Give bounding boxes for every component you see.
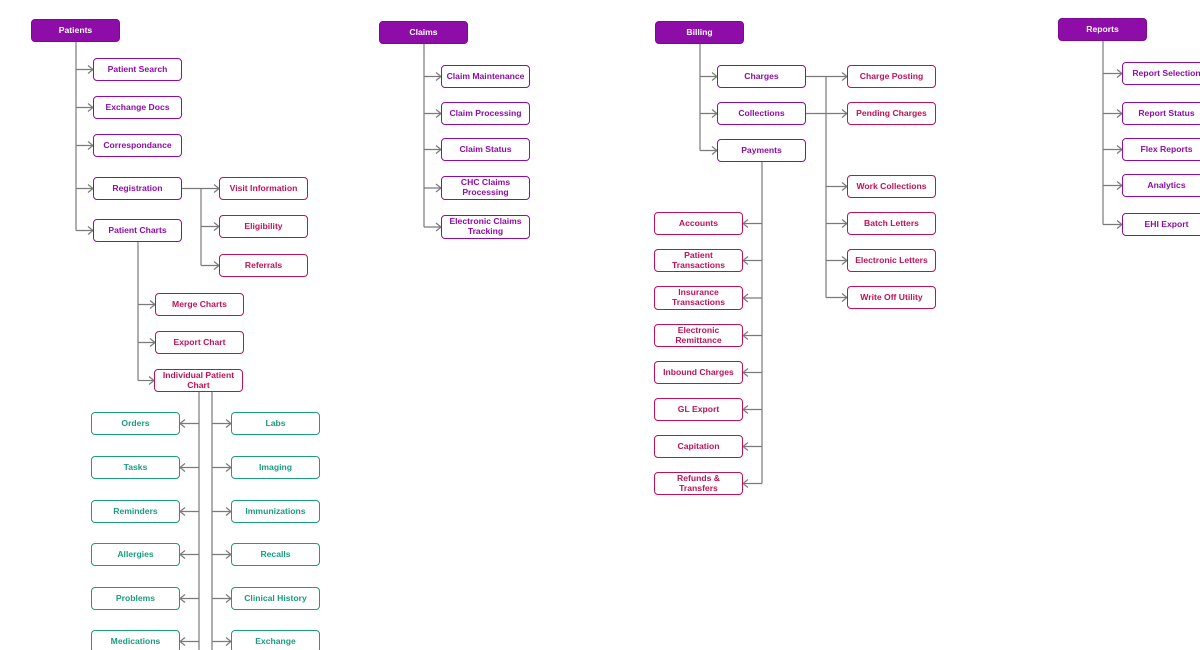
node-exchange-docs[interactable]: Exchange Docs xyxy=(93,96,182,119)
node-claim-status[interactable]: Claim Status xyxy=(441,138,530,161)
node-visit-information[interactable]: Visit Information xyxy=(219,177,308,200)
arrowhead xyxy=(742,368,749,377)
node-claim-maintenance[interactable]: Claim Maintenance xyxy=(441,65,530,88)
node-electronic-remittance[interactable]: Electronic Remittance xyxy=(654,324,743,347)
branch-line xyxy=(825,76,847,115)
node-ehi-export[interactable]: EHI Export xyxy=(1122,213,1200,236)
node-referrals[interactable]: Referrals xyxy=(219,254,308,277)
node-report-status[interactable]: Report Status xyxy=(1122,102,1200,125)
node-capitation[interactable]: Capitation xyxy=(654,435,743,458)
node-report-selection[interactable]: Report Selection xyxy=(1122,62,1200,85)
node-reports[interactable]: Reports xyxy=(1058,18,1147,41)
node-electronic-claims-tracking[interactable]: Electronic Claims Tracking xyxy=(441,215,530,239)
node-patient-search[interactable]: Patient Search xyxy=(93,58,182,81)
node-collections[interactable]: Collections xyxy=(717,102,806,125)
node-claim-processing[interactable]: Claim Processing xyxy=(441,102,530,125)
node-pending-charges[interactable]: Pending Charges xyxy=(847,102,936,125)
arrowhead xyxy=(179,637,186,646)
arrowhead xyxy=(742,405,749,414)
node-electronic-letters[interactable]: Electronic Letters xyxy=(847,249,936,272)
node-merge-charts[interactable]: Merge Charts xyxy=(155,293,244,316)
node-patient-transactions[interactable]: Patient Transactions xyxy=(654,249,743,272)
node-registration[interactable]: Registration xyxy=(93,177,182,200)
node-work-collections[interactable]: Work Collections xyxy=(847,175,936,198)
node-orders[interactable]: Orders xyxy=(91,412,180,435)
node-charges[interactable]: Charges xyxy=(717,65,806,88)
arrowhead xyxy=(742,479,749,488)
arrowhead xyxy=(179,507,186,516)
node-export-chart[interactable]: Export Chart xyxy=(155,331,244,354)
arrowhead xyxy=(179,463,186,472)
node-labs[interactable]: Labs xyxy=(231,412,320,435)
node-write-off-utility[interactable]: Write Off Utility xyxy=(847,286,936,309)
node-imaging[interactable]: Imaging xyxy=(231,456,320,479)
arrowhead xyxy=(179,594,186,603)
node-inbound-charges[interactable]: Inbound Charges xyxy=(654,361,743,384)
node-exchange[interactable]: Exchange xyxy=(231,630,320,650)
node-recalls[interactable]: Recalls xyxy=(231,543,320,566)
node-payments[interactable]: Payments xyxy=(717,139,806,162)
node-flex-reports[interactable]: Flex Reports xyxy=(1122,138,1200,161)
node-patient-charts[interactable]: Patient Charts xyxy=(93,219,182,242)
node-eligibility[interactable]: Eligibility xyxy=(219,215,308,238)
node-medications[interactable]: Medications xyxy=(91,630,180,650)
arrowhead xyxy=(742,256,749,265)
node-patients[interactable]: Patients xyxy=(31,19,120,42)
node-chc-claims-processing[interactable]: CHC Claims Processing xyxy=(441,176,530,200)
node-immunizations[interactable]: Immunizations xyxy=(231,500,320,523)
node-reminders[interactable]: Reminders xyxy=(91,500,180,523)
arrowhead xyxy=(179,550,186,559)
arrowhead xyxy=(742,331,749,340)
node-allergies[interactable]: Allergies xyxy=(91,543,180,566)
node-charge-posting[interactable]: Charge Posting xyxy=(847,65,936,88)
node-problems[interactable]: Problems xyxy=(91,587,180,610)
node-individual-patient-chart[interactable]: Individual Patient Chart xyxy=(154,369,243,392)
arrowhead xyxy=(742,219,749,228)
arrowhead xyxy=(742,293,749,303)
node-billing[interactable]: Billing xyxy=(655,21,744,44)
node-tasks[interactable]: Tasks xyxy=(91,456,180,479)
arrowhead xyxy=(179,419,186,428)
node-batch-letters[interactable]: Batch Letters xyxy=(847,212,936,235)
node-insurance-transactions[interactable]: Insurance Transactions xyxy=(654,286,743,310)
node-correspondance[interactable]: Correspondance xyxy=(93,134,182,157)
node-refunds-transfers[interactable]: Refunds & Transfers xyxy=(654,472,743,495)
node-claims[interactable]: Claims xyxy=(379,21,468,44)
node-clinical-history[interactable]: Clinical History xyxy=(231,587,320,610)
arrowhead xyxy=(742,442,749,451)
node-gl-export[interactable]: GL Export xyxy=(654,398,743,421)
node-analytics[interactable]: Analytics xyxy=(1122,174,1200,197)
node-accounts[interactable]: Accounts xyxy=(654,212,743,235)
